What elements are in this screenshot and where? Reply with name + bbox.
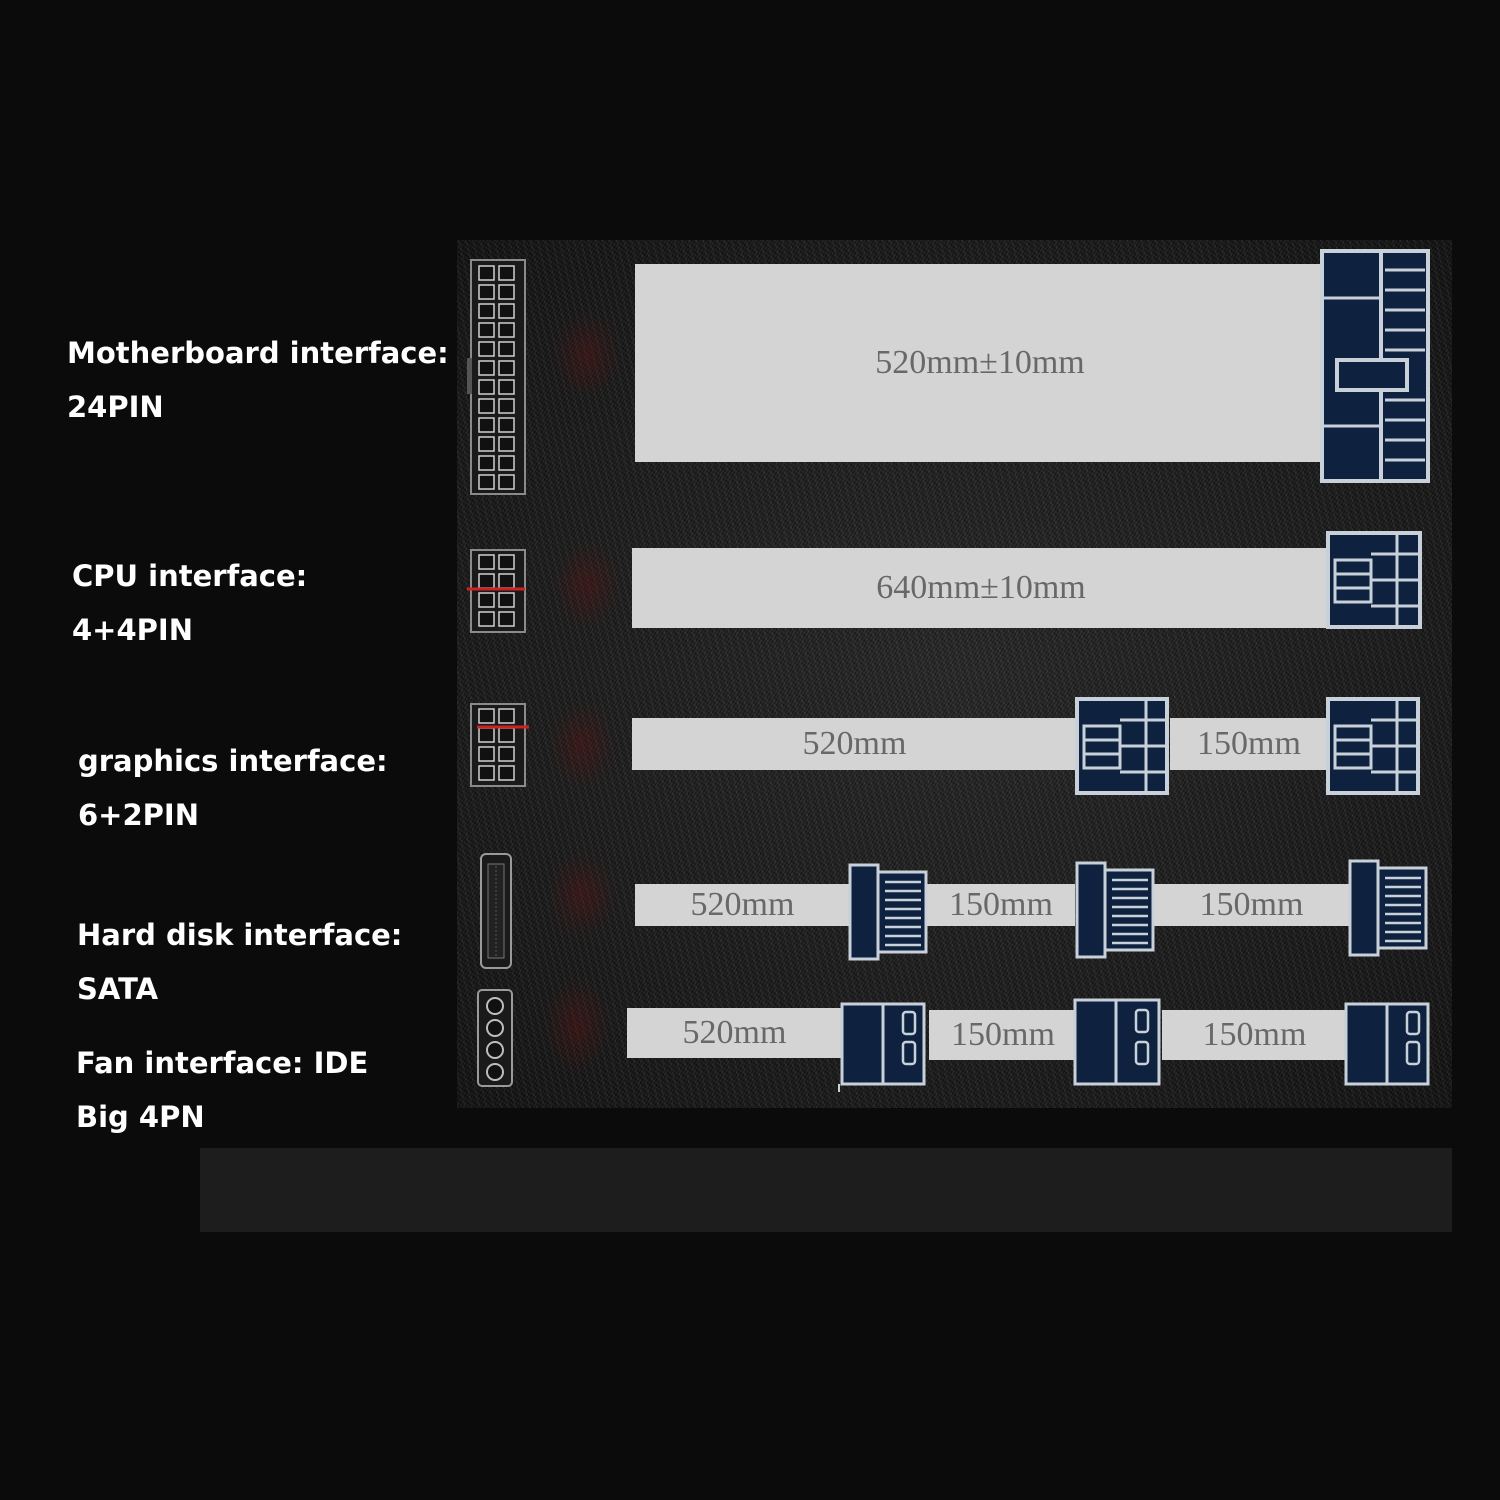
pin-socket [478,455,495,471]
motherboard-interface-value: 24PIN [67,390,164,424]
sata-connector-1-icon [848,863,928,961]
pin-socket [498,341,515,357]
pin-socket [478,727,495,743]
pin-socket [498,417,515,433]
fan-interface-title: Fan interface: IDE [76,1046,369,1080]
pin-socket [478,398,495,414]
glow-decoration [552,310,622,400]
cpu-interface-label: CPU interface: 4+4PIN [72,549,307,657]
pin-socket [478,554,495,570]
pin-socket [498,303,515,319]
pin-socket [498,573,515,589]
cpu-cable: 640mm±10mm [632,548,1330,628]
sata-segment-3-length: 150mm [1199,886,1304,923]
pin-socket [478,746,495,762]
lower-panel [200,1148,1452,1232]
fan-segment-2-length: 150mm [951,1016,1055,1053]
pin-socket [498,765,515,781]
graphics-interface-label: graphics interface: 6+2PIN [78,734,388,842]
pin-socket [498,398,515,414]
24pin-end-connector-icon [1320,249,1430,483]
molex-connector-1-icon [838,1002,926,1092]
sata-connector-icon [480,853,512,969]
pin-socket [498,474,515,490]
hard-disk-interface-label: Hard disk interface: SATA [77,908,402,1016]
cpu-interface-value: 4+4PIN [72,613,193,647]
pin-socket [498,455,515,471]
molex-connector-3-icon [1344,1002,1430,1086]
fan-interface-value: Big 4PN [76,1100,205,1134]
sata-cable-segment-3: 150mm [1154,884,1349,926]
fan-cable-segment-1: 520mm [627,1008,842,1058]
graphics-interface-value: 6+2PIN [78,798,199,832]
pin-socket [478,436,495,452]
fan-segment-3-length: 150mm [1202,1016,1307,1053]
molex-connector-icon [477,989,513,1087]
pin-socket [498,727,515,743]
motherboard-interface-label: Motherboard interface: 24PIN [67,326,449,434]
pin-socket [478,474,495,490]
pin-socket [478,592,495,608]
pin-socket [498,611,515,627]
hard-disk-interface-title: Hard disk interface: [77,918,403,952]
pin-socket [478,611,495,627]
graphics-segment-2-length: 150mm [1197,725,1301,762]
pin-socket [498,746,515,762]
pin-socket [478,417,495,433]
pin-socket [478,573,495,589]
glow-decoration [547,700,617,790]
glow-decoration [547,850,617,940]
cable-diagram-panel: 520mm±10mm 640mm±10mm 520mm [457,240,1452,1108]
pcie-connector-2-icon [1326,697,1420,795]
cpu-8pin-connector-icon [467,549,526,633]
motherboard-cable: 520mm±10mm [635,264,1325,462]
pin-socket [498,360,515,376]
pin-socket [478,303,495,319]
motherboard-interface-title: Motherboard interface: [67,336,449,370]
pin-socket [498,265,515,281]
pin-socket [478,322,495,338]
pin-socket [498,592,515,608]
graphics-segment-1-length: 520mm [802,725,907,762]
glow-decoration [542,975,612,1075]
fan-cable-segment-3: 150mm [1162,1010,1347,1060]
sata-connector-3-icon [1348,859,1428,957]
cpu-cable-length: 640mm±10mm [876,569,1086,606]
sata-connector-2-icon [1075,861,1155,959]
hard-disk-interface-value: SATA [77,972,159,1006]
graphics-cable-segment-2: 150mm [1170,718,1328,770]
motherboard-cable-length: 520mm±10mm [875,344,1085,381]
24pin-connector-icon [467,259,526,495]
glow-decoration [552,540,622,630]
pin-socket [498,554,515,570]
sata-segment-2-length: 150mm [949,886,1053,923]
pin-socket [478,341,495,357]
sata-cable-segment-2: 150mm [927,884,1075,926]
pin-socket [478,708,495,724]
pin-socket [498,379,515,395]
cpu-interface-title: CPU interface: [72,559,308,593]
pcie-8pin-connector-icon [470,703,529,787]
graphics-cable-segment-1: 520mm [632,718,1077,770]
pin-socket [478,765,495,781]
pin-socket [498,708,515,724]
cpu-end-connector-icon [1326,531,1422,629]
fan-segment-1-length: 520mm [682,1014,787,1051]
pin-socket [478,265,495,281]
pin-socket [478,284,495,300]
pin-socket [498,322,515,338]
fan-interface-label: Fan interface: IDE Big 4PN [76,1036,368,1144]
pcie-connector-1-icon [1075,697,1169,795]
graphics-interface-title: graphics interface: [78,744,388,778]
pin-socket [478,360,495,376]
pin-socket [498,436,515,452]
molex-connector-2-icon [1073,998,1161,1086]
fan-cable-segment-2: 150mm [929,1010,1077,1060]
pin-socket [478,379,495,395]
sata-cable-segment-1: 520mm [635,884,850,926]
pin-socket [498,284,515,300]
sata-segment-1-length: 520mm [690,886,795,923]
